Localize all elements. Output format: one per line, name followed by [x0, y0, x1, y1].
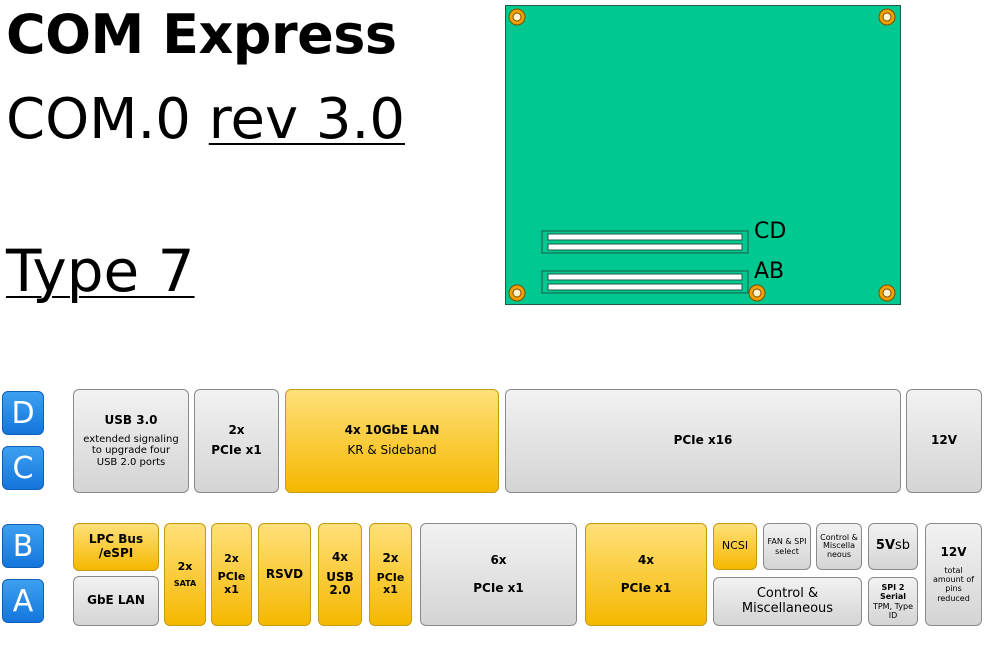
mounting-hole-top-right: [878, 8, 896, 26]
connector-cd: [541, 230, 749, 254]
block-pcie-x16: PCIe x16: [505, 389, 901, 493]
block-4x-pcie: 4x PCIe x1: [585, 523, 707, 626]
mounting-hole-bottom-right: [878, 284, 896, 302]
block-control-small: Control & Miscella neous: [816, 523, 862, 570]
mounting-hole-bottom-middle: [748, 284, 766, 302]
mounting-hole-top-left: [508, 8, 526, 26]
pcie6-label: PCIe x1: [473, 580, 524, 595]
block-pcie-x1-a: 2x PCIe x1: [211, 523, 252, 626]
block-gbe-lan: GbE LAN: [73, 576, 159, 626]
spec-prefix: COM.0: [6, 87, 209, 152]
gbe-label: GbE LAN: [87, 593, 145, 608]
pcie-b-label: PCIe x1: [376, 570, 405, 597]
pcie-cd-label: PCIe x1: [211, 443, 262, 457]
fanspi-label: FAN & SPI select: [767, 537, 807, 556]
mounting-hole-bottom-left: [508, 284, 526, 302]
pcie6-count: 6x: [490, 552, 507, 567]
connector-ab: [541, 270, 749, 294]
v5sb-bold: 5V: [875, 538, 896, 554]
pcie-b-count: 2x: [382, 550, 399, 565]
control-small-label: Control & Miscella neous: [820, 532, 858, 559]
sata-label: SATA: [173, 579, 197, 589]
usb2-count: 4x: [331, 549, 349, 564]
v5sb-label: 5Vsb: [875, 538, 911, 554]
block-5vsb: 5Vsb: [868, 523, 918, 570]
block-spi-serial: SPI 2 Serial TPM, Type ID: [868, 577, 918, 626]
lan10g-title: 4x 10GbE LAN: [344, 423, 440, 438]
spec-revision: COM.0 rev 3.0: [6, 92, 405, 148]
block-12v-ab: 12V total amount of pins reduced: [925, 523, 982, 626]
lan10g-desc: KR & Sideband: [347, 443, 437, 457]
ncsi-label: NCSI: [721, 539, 749, 553]
v12-ab-desc: total amount of pins reduced: [932, 566, 975, 603]
usb3-desc: extended signaling to upgrade four USB 2…: [83, 433, 179, 468]
block-fan-spi: FAN & SPI select: [763, 523, 811, 570]
sata-count: 2x: [177, 559, 193, 573]
row-label-b: B: [2, 524, 44, 568]
block-10gbe-lan: 4x 10GbE LAN KR & Sideband: [285, 389, 499, 493]
product-title: COM Express: [6, 3, 397, 66]
block-rsvd: RSVD: [258, 523, 311, 626]
block-ncsi: NCSI: [713, 523, 757, 570]
revision-link: rev 3.0: [208, 87, 405, 152]
module-board: [505, 5, 901, 305]
row-label-a: A: [2, 579, 44, 623]
block-sata: 2x SATA: [164, 523, 206, 626]
pcie16-label: PCIe x16: [673, 433, 733, 448]
pcie-a-count: 2x: [224, 551, 239, 565]
spi-desc: TPM, Type ID: [872, 601, 914, 620]
pinout-type: Type 7: [6, 237, 195, 305]
control-misc-label: Control & Miscellaneous: [741, 585, 834, 616]
lpc-label: LPC Bus /eSPI: [88, 532, 144, 560]
v12-ab-label: 12V: [940, 545, 967, 560]
usb2-label: USB 2.0: [326, 569, 354, 598]
block-usb3: USB 3.0 extended signaling to upgrade fo…: [73, 389, 189, 493]
rsvd-label: RSVD: [265, 566, 304, 581]
row-label-c: C: [2, 446, 44, 490]
v12-cd-label: 12V: [931, 433, 957, 448]
row-label-d: D: [2, 391, 44, 435]
pcie-cd-count: 2x: [228, 423, 245, 438]
block-lpc-espi: LPC Bus /eSPI: [73, 523, 159, 571]
spi-title: SPI 2 Serial: [879, 583, 906, 602]
block-pcie-x1-b: 2x PCIe x1: [369, 523, 412, 626]
block-control-misc: Control & Miscellaneous: [713, 577, 862, 626]
usb3-title: USB 3.0: [104, 412, 158, 427]
pcie-a-label: PCIe x1: [217, 570, 246, 596]
pcie4-count: 4x: [637, 552, 655, 567]
block-usb2: 4x USB 2.0: [318, 523, 362, 626]
pcie4-label: PCIe x1: [620, 580, 672, 595]
connector-ab-label: AB: [754, 259, 785, 284]
block-6x-pcie: 6x PCIe x1: [420, 523, 577, 626]
v5sb-rest: sb: [895, 538, 911, 554]
block-pcie-x1-cd: 2x PCIe x1: [194, 389, 279, 493]
connector-cd-label: CD: [754, 219, 787, 244]
block-12v-cd: 12V: [906, 389, 982, 493]
